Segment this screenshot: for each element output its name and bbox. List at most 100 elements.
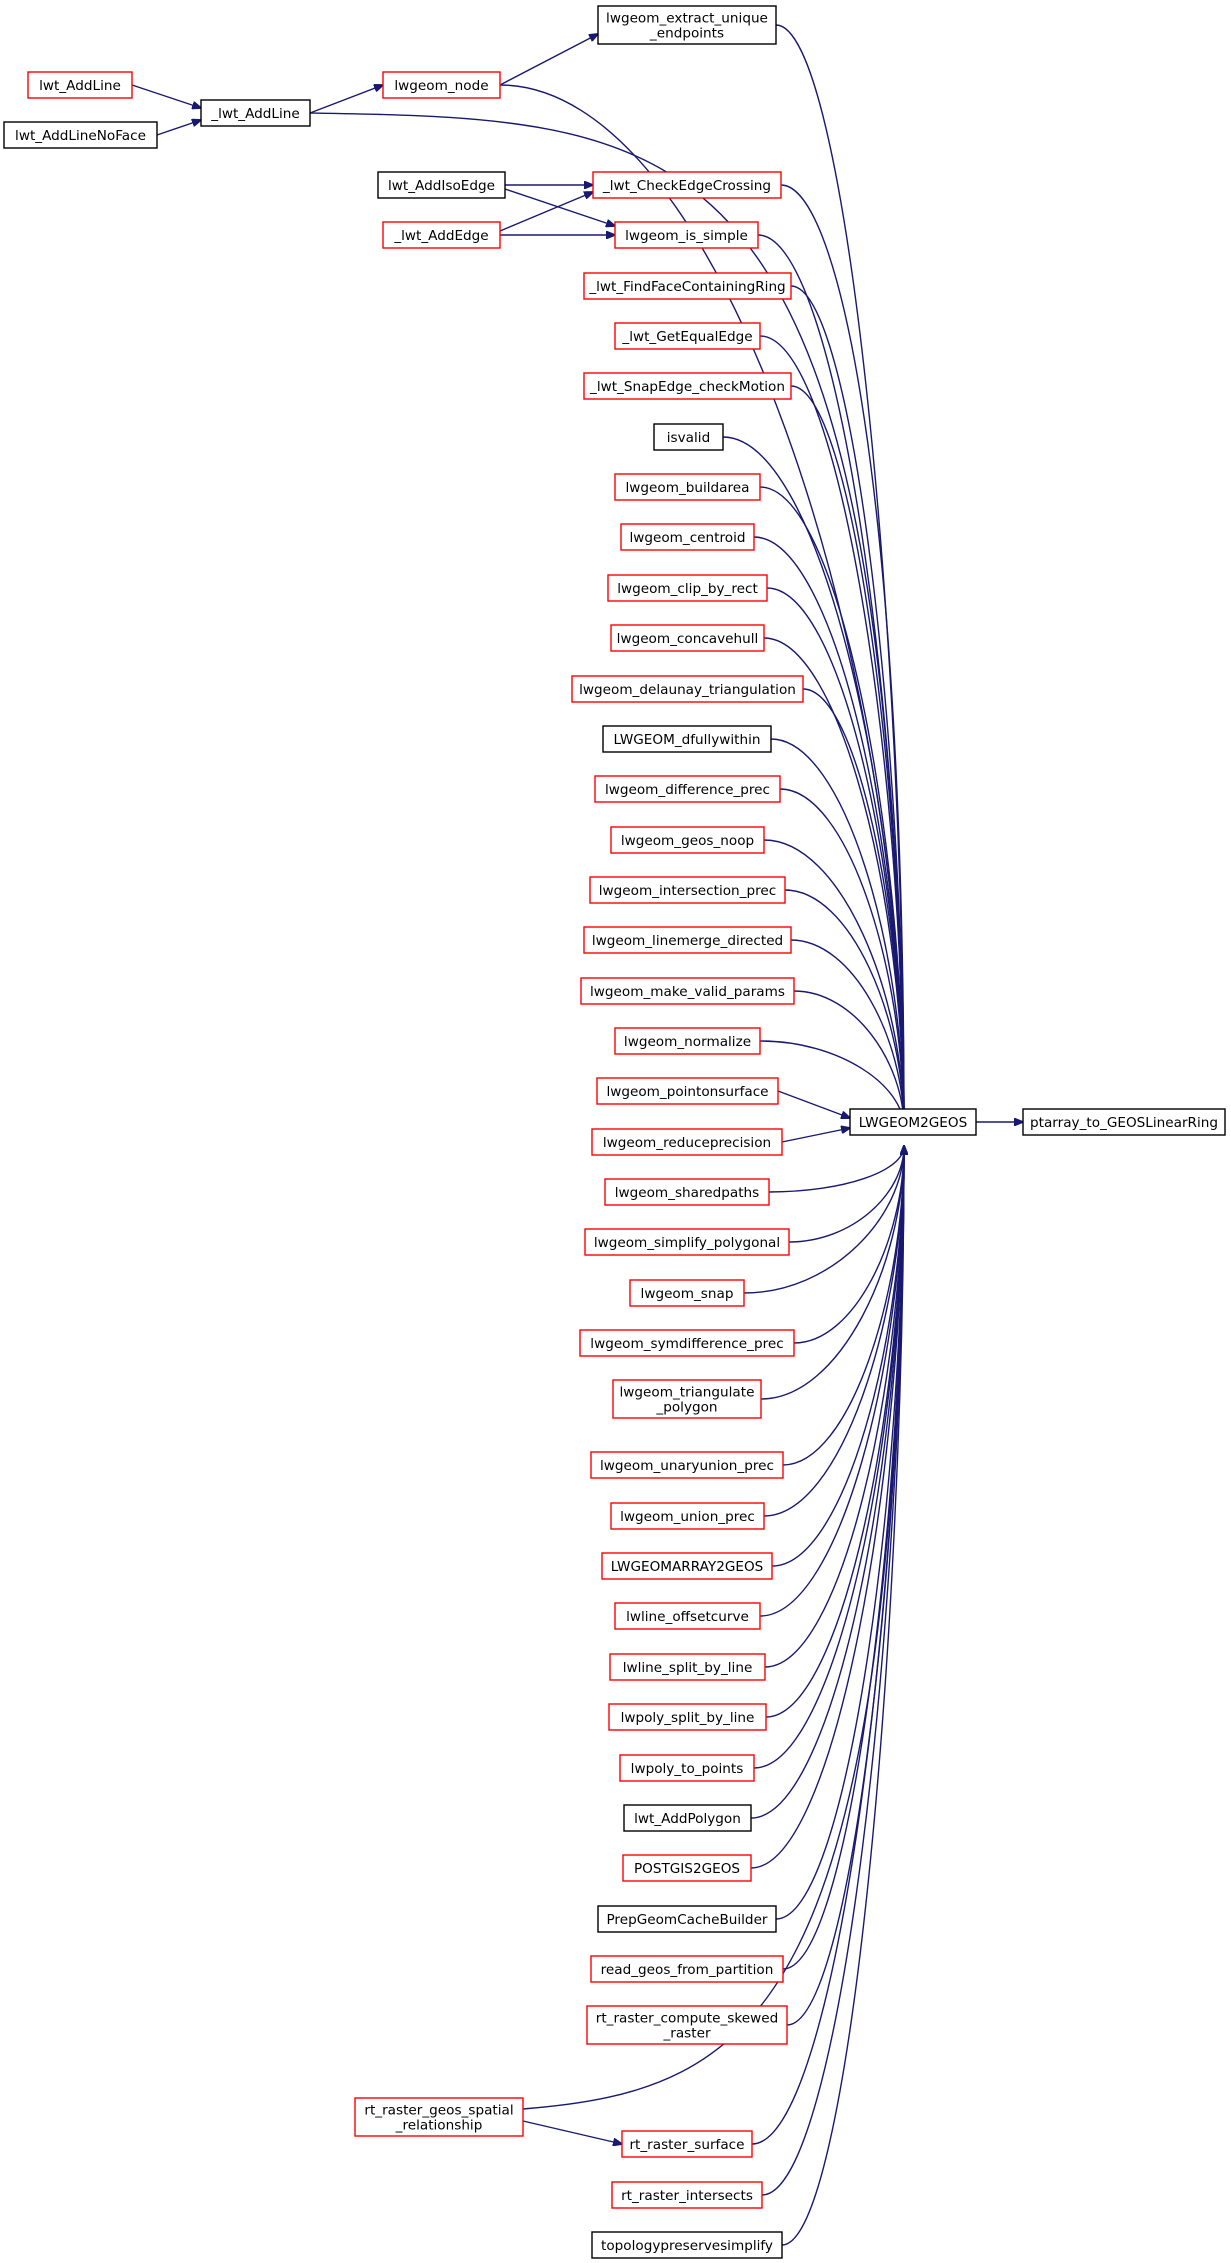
node-box — [354, 2097, 524, 2137]
node-symdiff[interactable]: lwgeom_symdifference_prec — [579, 1329, 795, 1357]
node-intersectprec[interactable]: lwgeom_intersection_prec — [589, 876, 786, 904]
node-label: lwpoly_split_by_line — [621, 1710, 755, 1726]
node-label: topologypreservesimplify — [601, 2238, 773, 2254]
edges — [131, 24, 1023, 2246]
node-box — [200, 99, 311, 127]
node-simplifypoly[interactable]: lwgeom_simplify_polygonal — [584, 1228, 790, 1256]
node-rintersects[interactable]: rt_raster_intersects — [611, 2181, 763, 2209]
node-label: lwgeom_snap — [641, 1286, 734, 1302]
node-isvalid[interactable]: isvalid — [653, 423, 724, 451]
node-skewed[interactable]: rt_raster_compute_skewed_raster — [586, 2005, 788, 2045]
node-box — [620, 523, 755, 551]
edge-centroid-to-lwgeom2geos — [753, 536, 904, 1128]
node-surface[interactable]: rt_raster_surface — [621, 2130, 753, 2158]
node-sharedpaths[interactable]: lwgeom_sharedpaths — [604, 1178, 770, 1206]
node-box — [597, 1905, 777, 1933]
node-getequaledge[interactable]: _lwt_GetEqualEdge — [614, 322, 761, 350]
node-box — [610, 1502, 765, 1530]
node-label: _lwt_FindFaceContainingRing — [588, 279, 785, 295]
node-box — [629, 1279, 745, 1307]
node-label: lwgeom_simplify_polygonal — [594, 1235, 780, 1251]
node-label: lwgeom_delaunay_triangulation — [579, 682, 796, 698]
node-delaunay[interactable]: lwgeom_delaunay_triangulation — [571, 675, 804, 703]
node-geosnoop[interactable]: lwgeom_geos_noop — [610, 826, 765, 854]
node-ptarray[interactable]: ptarray_to_GEOSLinearRing — [1022, 1108, 1226, 1136]
node-spatialrel[interactable]: rt_raster_geos_spatial_relationship — [354, 2097, 524, 2137]
edge-diffprec-to-lwgeom2geos — [779, 788, 904, 1128]
node-label: read_geos_from_partition — [601, 1962, 774, 1978]
edge-makevalid-to-lwgeom2geos — [793, 990, 904, 1128]
node-label: lwgeom_sharedpaths — [615, 1185, 760, 1201]
node-polysplit[interactable]: lwpoly_split_by_line — [608, 1703, 767, 1731]
node-prepgeom[interactable]: PrepGeomCacheBuilder — [597, 1905, 777, 1933]
node-label: _raster — [662, 2026, 710, 2042]
edge-spatialrel-to-lwgeom2geos — [522, 1146, 904, 2110]
node-checkedge[interactable]: _lwt_CheckEdgeCrossing — [592, 171, 782, 199]
node-addpolygon[interactable]: lwt_AddPolygon — [623, 1804, 752, 1832]
node-label: lwgeom_difference_prec — [605, 782, 770, 798]
node-label: LWGEOM2GEOS — [859, 1115, 967, 1131]
node-box — [591, 1128, 783, 1156]
edge-postgis2geos-to-lwgeom2geos — [750, 1146, 904, 1869]
node-label: _lwt_AddLine — [210, 106, 299, 122]
node-triangulate[interactable]: lwgeom_triangulate_polygon — [612, 1379, 762, 1419]
node-findface[interactable]: _lwt_FindFaceContainingRing — [583, 272, 792, 300]
node-snap[interactable]: lwgeom_snap — [629, 1279, 745, 1307]
node-addlinenoface[interactable]: lwt_AddLineNoFace — [3, 121, 158, 149]
node-postgis2geos[interactable]: POSTGIS2GEOS — [622, 1854, 752, 1882]
node-extract[interactable]: lwgeom_extract_unique_endpoints — [597, 5, 777, 45]
node-makevalid[interactable]: lwgeom_make_valid_params — [580, 977, 795, 1005]
node-addedge[interactable]: _lwt_AddEdge — [382, 221, 501, 249]
node-box — [579, 1329, 795, 1357]
edge-rintersects-to-lwgeom2geos — [761, 1146, 904, 2196]
node-unaryunion[interactable]: lwgeom_unaryunion_prec — [590, 1451, 784, 1479]
node-label: rt_raster_compute_skewed — [596, 2011, 779, 2027]
node-box — [602, 725, 772, 753]
node-addline_[interactable]: _lwt_AddLine — [200, 99, 311, 127]
edge-pointonsurface-to-lwgeom2geos — [777, 1090, 850, 1118]
node-box — [584, 1228, 790, 1256]
node-readgeos[interactable]: read_geos_from_partition — [590, 1955, 784, 1983]
node-node[interactable]: lwgeom_node — [382, 71, 501, 99]
node-concavehull[interactable]: lwgeom_concavehull — [610, 624, 765, 652]
edge-addedge-to-checkedge — [499, 192, 593, 232]
node-box — [614, 1027, 761, 1055]
node-label: lwgeom_node — [394, 78, 488, 94]
node-reduceprecision[interactable]: lwgeom_reduceprecision — [591, 1128, 783, 1156]
edge-linemerge-to-lwgeom2geos — [790, 939, 904, 1128]
node-label: lwgeom_pointonsurface — [606, 1084, 768, 1100]
node-label: LWGEOM_dfullywithin — [614, 732, 761, 748]
node-box — [382, 221, 501, 249]
node-splitbyline[interactable]: lwline_split_by_line — [609, 1653, 766, 1681]
node-label: ptarray_to_GEOSLinearRing — [1030, 1115, 1218, 1131]
node-array2geos[interactable]: LWGEOMARRAY2GEOS — [601, 1552, 773, 1580]
node-label: lwgeom_clip_by_rect — [617, 581, 758, 597]
edge-addisoedge-to-issimple — [504, 188, 615, 226]
node-linemerge[interactable]: lwgeom_linemerge_directed — [583, 926, 792, 954]
node-box — [596, 1077, 779, 1105]
node-offsetcurve[interactable]: lwline_offsetcurve — [614, 1602, 761, 1630]
node-addisoedge[interactable]: lwt_AddIsoEdge — [377, 171, 506, 199]
node-dfullywithin[interactable]: LWGEOM_dfullywithin — [602, 725, 772, 753]
node-snapedge[interactable]: _lwt_SnapEdge_checkMotion — [583, 372, 792, 400]
node-label: _lwt_GetEqualEdge — [621, 329, 752, 345]
node-centroid[interactable]: lwgeom_centroid — [620, 523, 755, 551]
node-lwgeom2geos[interactable]: LWGEOM2GEOS — [849, 1108, 977, 1136]
edge-simplifypoly-to-lwgeom2geos — [788, 1146, 904, 1243]
node-addline[interactable]: lwt_AddLine — [27, 71, 133, 99]
node-clipbyrect[interactable]: lwgeom_clip_by_rect — [607, 574, 768, 602]
node-pointonsurface[interactable]: lwgeom_pointonsurface — [596, 1077, 779, 1105]
nodes: ptarray_to_GEOSLinearRing LWGEOM2GEOS lwge… — [3, 5, 1226, 2259]
node-label: lwpoly_to_points — [631, 1761, 744, 1777]
node-buildarea[interactable]: lwgeom_buildarea — [614, 473, 761, 501]
node-topopreserve[interactable]: topologypreservesimplify — [591, 2231, 783, 2259]
node-normalize[interactable]: lwgeom_normalize — [614, 1027, 761, 1055]
node-diffprec[interactable]: lwgeom_difference_prec — [594, 775, 781, 803]
node-polytopoints[interactable]: lwpoly_to_points — [619, 1754, 755, 1782]
edge-spatialrel-to-surface — [522, 2120, 622, 2144]
node-unionprec[interactable]: lwgeom_union_prec — [610, 1502, 765, 1530]
node-box — [27, 71, 133, 99]
node-issimple[interactable]: lwgeom_is_simple — [614, 221, 759, 249]
node-box — [614, 322, 761, 350]
node-label: lwgeom_triangulate — [620, 1385, 755, 1401]
